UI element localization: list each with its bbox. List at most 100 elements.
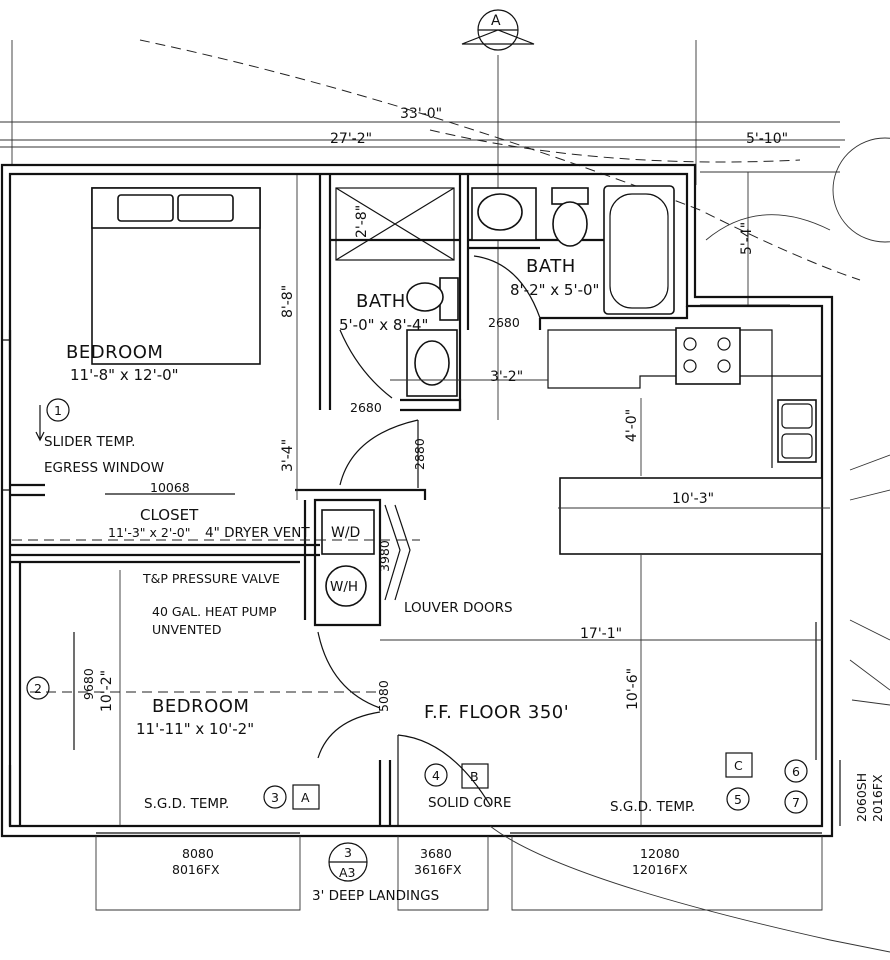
note-landings: 3' DEEP LANDINGS xyxy=(312,888,439,904)
sink-basin xyxy=(781,403,813,429)
door-swing-entry xyxy=(397,734,491,806)
section-marker-top: A xyxy=(461,9,535,51)
room-name-closet: CLOSET xyxy=(140,506,199,524)
window-fx-bedroom2: 8016FX xyxy=(172,862,220,877)
door-swing-bath2 xyxy=(473,255,541,319)
note-sgd-left: S.G.D. TEMP. xyxy=(144,796,229,812)
sink xyxy=(414,340,450,386)
wall-bedroom-bath xyxy=(318,174,332,410)
kitchen-sink xyxy=(777,399,817,463)
room-size-closet: 11'-3" x 2'-0" xyxy=(108,525,191,540)
tag-4 xyxy=(424,763,448,787)
floor-level: F.F. FLOOR 350' xyxy=(424,702,569,723)
burner xyxy=(717,359,731,373)
tag-3-label: 3 xyxy=(271,790,279,805)
tag-box-c xyxy=(725,752,753,778)
dim-bedroom2-depth: 10'-2" xyxy=(99,670,115,712)
tag-circles xyxy=(26,398,808,882)
room-size-bedroom1: 11'-8" x 12'-0" xyxy=(70,366,179,384)
note-solid-core: SOLID CORE xyxy=(428,795,511,811)
doors xyxy=(73,419,841,826)
tag-box-c-label: C xyxy=(734,758,743,773)
louver-door-b xyxy=(394,504,411,601)
louver-door xyxy=(384,504,401,601)
bathtub xyxy=(603,185,675,315)
site-edge xyxy=(489,825,890,953)
toilet-bowl xyxy=(552,201,588,247)
bath2-fixtures xyxy=(471,185,675,319)
room-size-bedroom2: 11'-11" x 10'-2" xyxy=(136,720,254,738)
washer-dryer xyxy=(321,509,375,555)
tag-7 xyxy=(784,790,808,814)
burner xyxy=(683,359,697,373)
water-heater-label: W/H xyxy=(330,579,358,595)
wall-bath2-bottom xyxy=(468,238,605,250)
dim-bedroom1-lower: 3'-4" xyxy=(280,439,296,472)
door-swing-bedroom1 xyxy=(339,419,419,486)
tag-2-label: 2 xyxy=(34,681,42,696)
dim-kitchen-depth: 4'-0" xyxy=(624,409,640,442)
slider-arrow xyxy=(35,405,45,442)
note-sgd-right: S.G.D. TEMP. xyxy=(610,799,695,815)
sink-basin xyxy=(781,433,813,459)
tree-outline xyxy=(832,137,890,243)
dim-side-height: 5'-4" xyxy=(739,222,755,255)
setback-line xyxy=(429,129,801,163)
wall-closet xyxy=(10,483,320,557)
note-heater: 40 GAL. HEAT PUMP xyxy=(152,604,277,619)
dim-main: 27'-2" xyxy=(330,131,372,147)
room-size-bath2: 8'-2" x 5'-0" xyxy=(510,281,599,299)
dim-overall: 33'-0" xyxy=(400,106,442,122)
door-swing-bedroom2 xyxy=(317,631,381,709)
door-swing-bedroom2-b xyxy=(317,711,381,759)
closet-slider-code: 10068 xyxy=(150,480,190,495)
section-letter: A xyxy=(491,13,501,29)
tag-6 xyxy=(784,759,808,783)
water-heater xyxy=(325,565,367,607)
sink xyxy=(477,193,523,231)
dim-living-depth: 10'-6" xyxy=(625,668,641,710)
upper-counter xyxy=(547,329,773,389)
range xyxy=(675,327,741,385)
note-dryer-vent: 4" DRYER VENT xyxy=(205,525,310,541)
wall-bath1-bottom xyxy=(400,398,462,412)
note-louver: LOUVER DOORS xyxy=(404,600,513,616)
side-window-code: 2060SH xyxy=(854,773,869,822)
wall-bath-bath xyxy=(458,174,470,410)
room-name-bedroom2: BEDROOM xyxy=(152,696,249,717)
tag-box-a xyxy=(292,784,320,810)
dim-shower: 2'-8" xyxy=(354,205,370,238)
tag-box-b-label: B xyxy=(470,769,479,784)
shower-stall xyxy=(335,187,455,261)
door-code-bath1: 2680 xyxy=(350,400,382,415)
window-bedroom2 xyxy=(96,825,300,834)
side-counter xyxy=(771,375,822,468)
wall-laundry xyxy=(295,488,427,620)
note-tp-valve: T&P PRESSURE VALVE xyxy=(142,571,280,586)
tag-4-label: 4 xyxy=(432,768,440,783)
room-name-bath1: BATH xyxy=(356,291,406,312)
tag-1 xyxy=(46,398,70,422)
wall-bedroom2-top xyxy=(10,560,300,826)
bed xyxy=(91,187,261,365)
toilet-bowl xyxy=(406,282,444,312)
interior-walls xyxy=(2,174,689,826)
side-arc xyxy=(705,214,831,241)
door-code-laundry: 3980 xyxy=(377,540,392,572)
door-code-bath2: 2680 xyxy=(488,315,520,330)
window-code-bedroom2: 8080 xyxy=(182,846,214,861)
tag-3 xyxy=(263,785,287,809)
property-line xyxy=(139,39,861,281)
window-living xyxy=(510,825,822,834)
landing-right xyxy=(511,836,823,911)
dim-living-width: 17'-1" xyxy=(580,626,622,642)
bath1-fixtures xyxy=(339,277,459,399)
site-lines xyxy=(849,454,890,706)
kitchen xyxy=(547,327,830,555)
side-window-fx: 2016FX xyxy=(870,774,885,822)
tag-2 xyxy=(26,676,50,700)
section-marker-sheet: A3 xyxy=(339,865,356,880)
room-name-bedroom1: BEDROOM xyxy=(66,342,163,363)
washer-dryer-label: W/D xyxy=(331,525,360,541)
